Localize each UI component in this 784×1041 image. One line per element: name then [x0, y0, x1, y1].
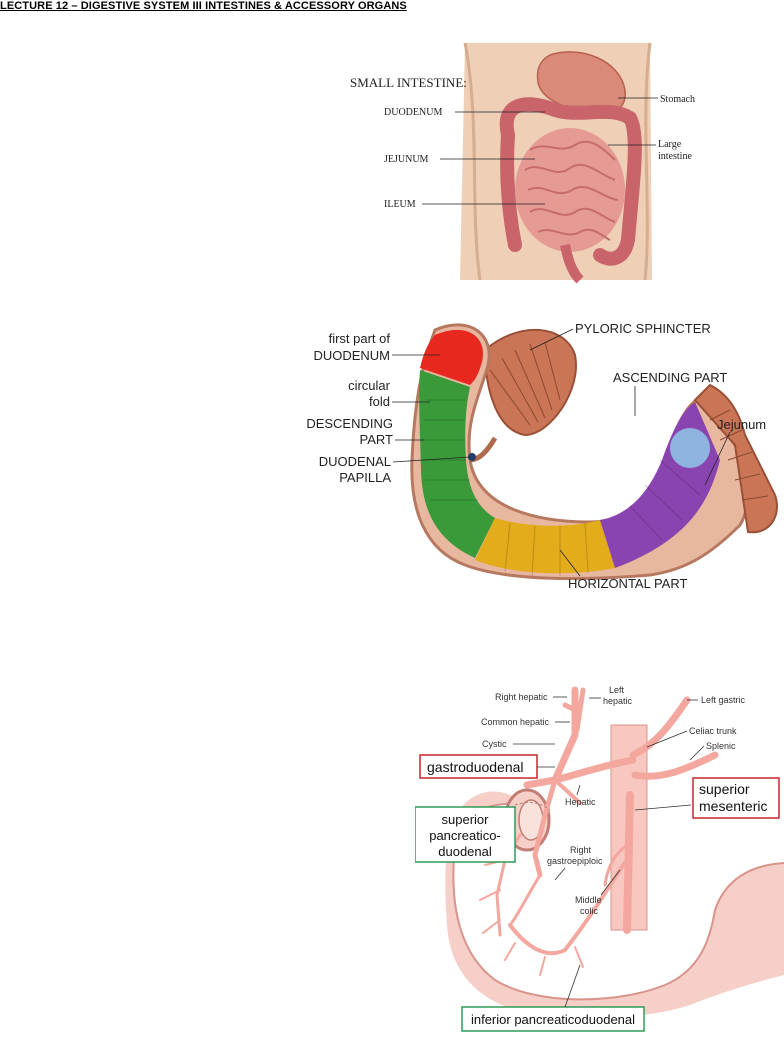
superior-mesenteric-leader	[634, 804, 692, 811]
jejunum-folds	[709, 409, 769, 501]
descending-part-label-1: DESCENDING	[306, 416, 393, 431]
pyloric-sphincter-leader	[529, 328, 574, 351]
left-hepatic-label-2: hepatic	[603, 696, 633, 706]
hepatic-leader	[576, 784, 581, 796]
large-intestine-label-1: Large	[658, 139, 682, 150]
arteries-illustration: Right hepatic Left hepatic Left gastric …	[414, 685, 784, 1032]
ileum-label: ILEUM	[384, 199, 416, 210]
left-hepatic-label-1: Left	[609, 685, 625, 695]
superior-mesenteric-box	[692, 777, 780, 819]
superior-pancreaticoduodenal-label-1: superior	[442, 812, 490, 827]
right-gastroepiploic-label-2: gastroepiploic	[547, 856, 603, 866]
intestine-coils	[524, 140, 619, 241]
pylorus-folds	[489, 341, 561, 426]
descending-part-label-2: PART	[360, 432, 394, 447]
torso-edge-right	[643, 42, 652, 281]
splenic-label: Splenic	[706, 741, 736, 751]
middle-colic-label-1: Middle	[575, 895, 602, 905]
duodenum-illustration: first part of DUODENUM circular fold DES…	[306, 321, 778, 591]
jejunum-spot	[670, 428, 710, 468]
circular-fold-label-2: fold	[369, 394, 390, 409]
first-part-segment	[420, 329, 483, 385]
papilla-dot	[468, 453, 476, 461]
inferior-pancreaticoduodenal-label: inferior pancreaticoduodenal	[471, 1012, 635, 1027]
duodenal-arteries-figure: Right hepatic Left hepatic Left gastric …	[414, 685, 784, 1036]
superior-pancreaticoduodenal-label-2: pancreatico-	[429, 828, 501, 843]
jejunum-leader	[704, 431, 731, 486]
torso-edge-left	[463, 42, 482, 281]
rectum-shape	[560, 243, 584, 284]
first-part-label-2: DUODENUM	[313, 348, 390, 363]
small-intestine-heading: SMALL INTESTINE:	[350, 75, 467, 90]
left-gastric-label: Left gastric	[701, 695, 746, 705]
celiac-trunk-label: Celiac trunk	[689, 726, 737, 736]
right-gastroepiploic-leader	[554, 867, 566, 881]
celiac-trunk-leader	[646, 730, 688, 748]
horizontal-part-segment	[475, 518, 615, 574]
superior-mesenteric-label-1: superior	[699, 781, 750, 797]
middle-colic-label-2: colic	[580, 906, 599, 916]
superior-pancreaticoduodenal-label-3: duodenal	[438, 844, 492, 859]
middle-colic-leader	[600, 869, 621, 896]
ascending-colon-shape	[500, 128, 522, 252]
ascending-part-label: ASCENDING PART	[613, 370, 727, 385]
duodenal-papilla-label-2: PAPILLA	[339, 470, 391, 485]
jejunum-label: JEJUNUM	[384, 154, 429, 165]
gastroduodenal-label: gastroduodenal	[427, 759, 524, 775]
superior-mesenteric-label-2: mesenteric	[699, 798, 767, 814]
small-intestine-illustration: SMALL INTESTINE: DUODENUM JEJUNUM ILEUM …	[350, 42, 695, 284]
first-part-label-1: first part of	[329, 331, 391, 346]
pylorus-shape	[483, 329, 577, 437]
large-intestine-shape	[499, 97, 642, 266]
cystic-label: Cystic	[482, 739, 507, 749]
pyloric-sphincter-label: PYLORIC SPHINCTER	[575, 321, 711, 336]
splenic-leader	[689, 745, 705, 761]
jejunum-label: Jejunum	[717, 417, 766, 432]
descending-part-segment	[419, 370, 495, 558]
duodenum-label: DUODENUM	[384, 107, 442, 118]
horizontal-part-leader	[559, 549, 581, 577]
superior-pancreaticoduodenal-box	[414, 806, 516, 863]
circular-fold-label-1: circular	[348, 378, 391, 393]
jejunum-shape	[693, 383, 778, 534]
duodenal-papilla-leader	[392, 456, 471, 463]
duodenal-papilla-label-1: DUODENAL	[319, 454, 391, 469]
circular-folds	[423, 399, 701, 577]
common-hepatic-label: Common hepatic	[481, 717, 550, 727]
large-intestine-label-2: intestine	[658, 151, 692, 162]
horizontal-part-label: HORIZONTAL PART	[568, 576, 687, 591]
gastroduodenal-box	[419, 754, 538, 779]
right-hepatic-label: Right hepatic	[495, 692, 548, 702]
duodenum-parts-figure: first part of DUODENUM circular fold DES…	[290, 310, 784, 600]
inferior-pancreaticoduodenal-box	[461, 1006, 645, 1032]
document-title: LECTURE 12 – DIGESTIVE SYSTEM III INTEST…	[0, 0, 407, 12]
right-gastroepiploic-label-1: Right	[570, 845, 592, 855]
stomach-label: Stomach	[660, 94, 695, 105]
hepatic-label: Hepatic	[565, 797, 596, 807]
inferior-pancreaticoduodenal-leader	[564, 964, 581, 1008]
duodenum-pancreas-shape	[445, 791, 784, 1019]
small-intestine-figure: SMALL INTESTINE: DUODENUM JEJUNUM ILEUM …	[340, 40, 710, 285]
